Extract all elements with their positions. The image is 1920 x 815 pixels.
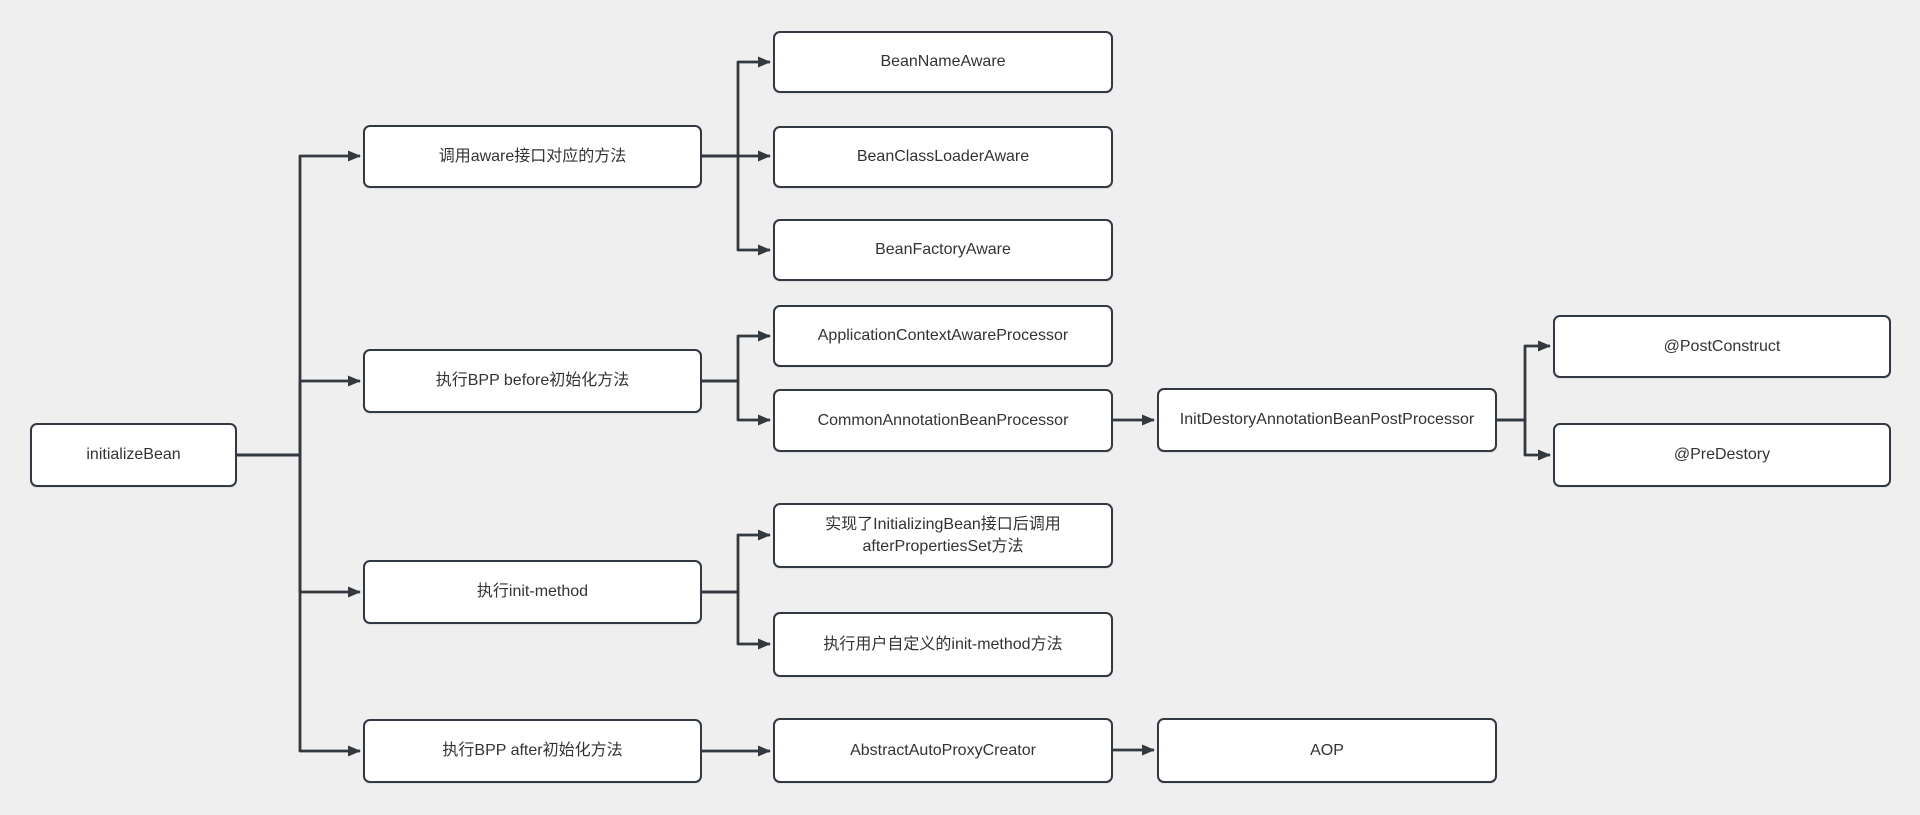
node-post-construct: @PostConstruct [1553, 315, 1891, 378]
node-custom-init-method: 执行用户自定义的init-method方法 [773, 612, 1113, 677]
node-bean-classloader-aware: BeanClassLoaderAware [773, 126, 1113, 188]
edge-initializebean-bppafter [237, 453, 361, 757]
node-bpp-before: 执行BPP before初始化方法 [363, 349, 702, 413]
edge-bppbefore-commonannotation [702, 379, 771, 426]
edge-aware-beanfactoryaware [702, 154, 771, 256]
edge-initdestory-predestory [1497, 418, 1551, 461]
node-bean-name-aware: BeanNameAware [773, 31, 1113, 93]
node-initializing-bean-after-properties-set: 实现了InitializingBean接口后调用 afterProperties… [773, 503, 1113, 568]
edge-initializebean-bppbefore [237, 375, 361, 457]
edge-initmethod-custominit [702, 590, 771, 650]
edge-initializebean-initmethod [237, 453, 361, 598]
edge-initdestory-postconstruct [1497, 340, 1551, 422]
edge-initmethod-initializingbean [702, 529, 771, 594]
node-init-method: 执行init-method [363, 560, 702, 624]
node-aware-methods: 调用aware接口对应的方法 [363, 125, 702, 188]
node-abstract-auto-proxy-creator: AbstractAutoProxyCreator [773, 718, 1113, 783]
node-application-context-aware-processor: ApplicationContextAwareProcessor [773, 305, 1113, 367]
node-bean-factory-aware: BeanFactoryAware [773, 219, 1113, 281]
edge-initializebean-aware [237, 150, 361, 457]
node-init-destory-annotation-bean-post-processor: InitDestoryAnnotationBeanPostProcessor [1157, 388, 1497, 452]
node-common-annotation-bean-processor: CommonAnnotationBeanProcessor [773, 389, 1113, 452]
node-pre-destory: @PreDestory [1553, 423, 1891, 487]
node-aop: AOP [1157, 718, 1497, 783]
edge-bppbefore-appctxprocessor [702, 330, 771, 383]
node-initialize-bean: initializeBean [30, 423, 237, 487]
edge-aware-beannameaware [702, 56, 771, 158]
node-bpp-after: 执行BPP after初始化方法 [363, 719, 702, 783]
